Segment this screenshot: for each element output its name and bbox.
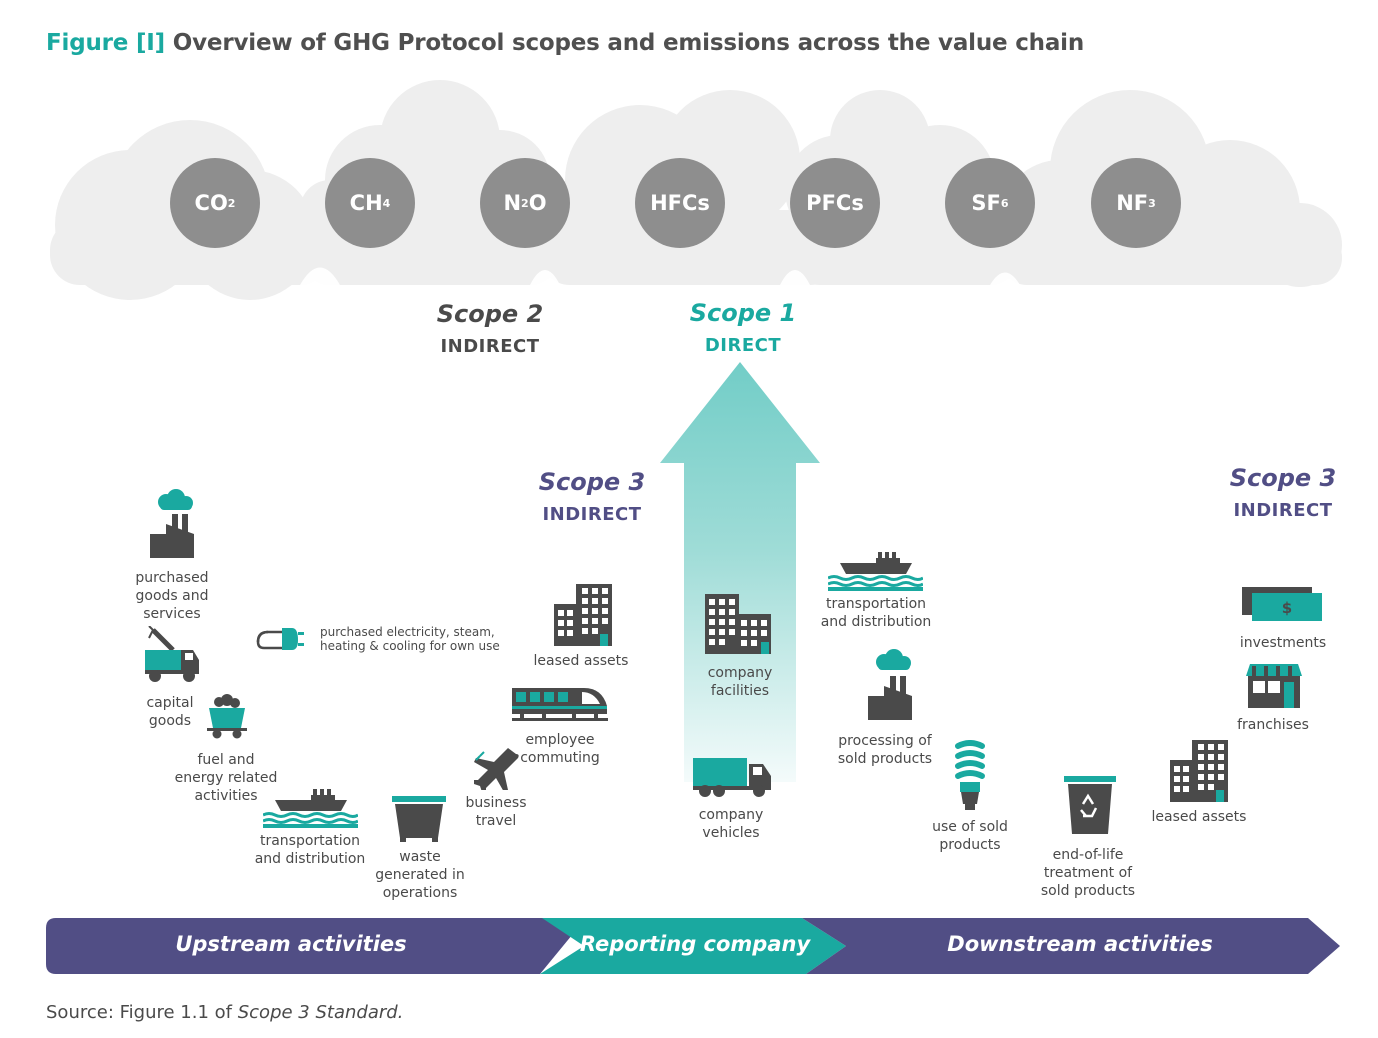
- money-icon: $: [1242, 587, 1322, 621]
- label-use-of-products: use of sold products: [932, 819, 1008, 853]
- figure-title: Figure [I] Overview of GHG Protocol scop…: [46, 30, 1084, 56]
- scope3-upstream-title: Scope 3: [538, 468, 646, 496]
- scope2-subtitle: INDIRECT: [440, 336, 540, 357]
- label-investments: investments: [1239, 635, 1327, 651]
- label-purchased-electricity: purchased electricity, steam, heating & …: [320, 625, 500, 653]
- source-note: Source: Figure 1.1 of Scope 3 Standard.: [46, 1002, 403, 1023]
- scope1-subtitle: DIRECT: [704, 335, 782, 356]
- gas-hfcs: HFCs: [635, 158, 725, 248]
- gas-label: PFCs: [806, 191, 864, 215]
- gas-label: SF: [971, 191, 1001, 215]
- label-transport-upstream: transportation and distribution: [254, 833, 366, 867]
- label-end-of-life: end-of-life treatment of sold products: [1040, 847, 1136, 899]
- band-reporting-label: Reporting company: [579, 932, 811, 956]
- ship-icon: [828, 552, 923, 591]
- label-transport-downstream: transportation and distribution: [820, 596, 932, 630]
- band-upstream-label: Upstream activities: [175, 932, 407, 956]
- label-employee-commuting: employee commuting: [520, 732, 600, 766]
- label-leased-assets-downstream: leased assets: [1151, 809, 1247, 825]
- label-processing: processing of sold products: [837, 733, 933, 767]
- dumpster-icon: [392, 796, 446, 842]
- scope1-title: Scope 1: [689, 299, 797, 327]
- building-icon: [554, 584, 612, 646]
- scope3-downstream-subtitle: INDIRECT: [1233, 500, 1333, 521]
- figure-prefix: Figure [I]: [46, 30, 165, 56]
- scope1-arrow: [660, 362, 820, 782]
- gas-subscript: 3: [1148, 196, 1156, 210]
- gas-label: HFCs: [650, 191, 710, 215]
- gas-label: N: [503, 191, 522, 215]
- label-fuel-energy: fuel and energy related activities: [174, 752, 278, 804]
- label-business-travel: business travel: [465, 795, 527, 829]
- gas-subscript: 6: [1000, 196, 1009, 210]
- scope3-downstream-title: Scope 3: [1229, 464, 1337, 492]
- source-italic: Scope 3 Standard.: [237, 1002, 404, 1023]
- label-company-vehicles: company vehicles: [698, 807, 764, 841]
- lightbulb-icon: [955, 740, 985, 810]
- airplane-icon: [474, 748, 519, 790]
- figure-title-text: Overview of GHG Protocol scopes and emis…: [172, 30, 1085, 56]
- recycle-bin-icon: [1064, 776, 1116, 834]
- gas-subscript: 2: [227, 196, 236, 210]
- gas-label-tail: O: [528, 191, 547, 215]
- train-icon: [512, 688, 608, 721]
- band-downstream-label: Downstream activities: [947, 932, 1213, 956]
- factory-icon: [150, 489, 194, 558]
- ship-icon: [263, 789, 358, 828]
- gas-label: CO: [194, 191, 228, 215]
- label-franchises: franchises: [1237, 717, 1309, 733]
- svg-text:$: $: [1282, 599, 1292, 617]
- truck-icon: [693, 758, 771, 797]
- storefront-icon: [1246, 664, 1302, 708]
- company-facilities-icon: [705, 594, 771, 654]
- source-prefix: Source: Figure 1.1 of: [46, 1002, 232, 1023]
- label-capital-goods: capital goods: [146, 695, 194, 729]
- label-company-facilities: company facilities: [707, 665, 773, 699]
- factory-icon: [868, 649, 912, 720]
- gas-pfcs: PFCs: [790, 158, 880, 248]
- value-chain-band: [46, 918, 1340, 974]
- building-icon: [1170, 740, 1228, 802]
- gas-label: CH: [349, 191, 383, 215]
- crane-truck-icon: [145, 626, 199, 682]
- label-waste: waste generated in operations: [375, 849, 465, 901]
- gas-subscript: 2: [521, 196, 529, 210]
- plug-icon: [256, 628, 304, 650]
- scope2-title: Scope 2: [436, 300, 544, 328]
- label-purchased-goods: purchased goods and services: [135, 570, 209, 622]
- label-leased-assets-upstream: leased assets: [533, 653, 629, 669]
- gas-subscript: 4: [382, 196, 391, 210]
- scope3-upstream-subtitle: INDIRECT: [542, 504, 642, 525]
- gas-label: NF: [1116, 191, 1149, 215]
- coal-cart-icon: [207, 694, 247, 739]
